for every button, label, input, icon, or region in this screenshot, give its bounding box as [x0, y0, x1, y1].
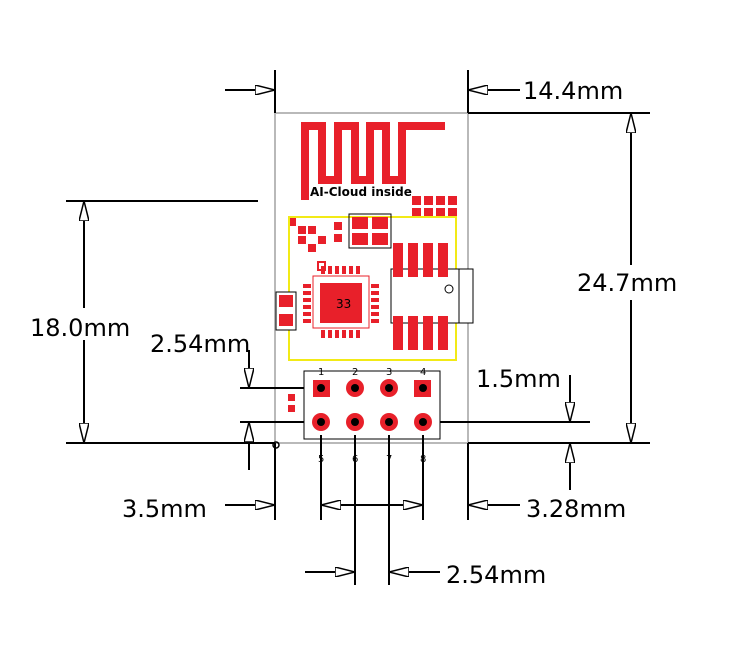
side-component [275, 291, 297, 331]
dim-header-offset [440, 375, 590, 490]
antenna-pads [288, 196, 457, 252]
dim-pin-pitch-horizontal [305, 435, 440, 585]
label-pin-pitch-vertical: 2.54mm [150, 330, 250, 358]
silkscreen-label: AI-Cloud inside [310, 185, 412, 199]
pin-label-2: 2 [352, 367, 358, 378]
header-side-pads [288, 394, 295, 412]
dim-width [225, 70, 520, 113]
dim-pin-pitch-vertical [240, 350, 304, 470]
crystal-pads [348, 213, 392, 249]
antenna-trace [301, 122, 445, 200]
dim-header-to-top [66, 200, 275, 444]
chip-label: 33 [336, 297, 351, 311]
label-height: 24.7mm [577, 269, 677, 297]
pin-header-pads [312, 379, 432, 431]
pin-label-4: 4 [420, 367, 426, 378]
flash-chip [390, 243, 474, 350]
label-pin-pitch-horizontal: 2.54mm [446, 561, 546, 589]
label-width: 14.4mm [523, 77, 623, 105]
label-header-to-top: 18.0mm [30, 314, 130, 342]
label-header-offset: 1.5mm [476, 365, 561, 393]
dim-right-margin [371, 435, 520, 520]
pin-label-3: 3 [386, 367, 392, 378]
dim-left-margin [225, 435, 371, 520]
label-right-margin: 3.28mm [526, 495, 626, 523]
label-left-margin: 3.5mm [122, 495, 207, 523]
pin-label-1: 1 [318, 367, 324, 378]
qfn-chip: 33 [303, 261, 379, 338]
